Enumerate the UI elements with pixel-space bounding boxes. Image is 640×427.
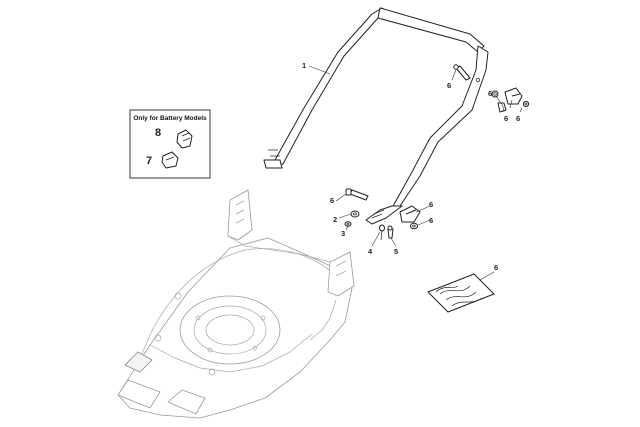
screw [387, 225, 394, 239]
callout-screw: 5 [394, 247, 398, 256]
knob-assembly-lower [399, 205, 421, 230]
callout-pin: 4 [368, 247, 373, 256]
pin [379, 224, 385, 241]
inset-title: Only for Battery Models [133, 115, 207, 122]
callout-knob-top-a: 6 [488, 89, 492, 98]
inset-callout-7: 7 [146, 155, 152, 167]
callout-numbers: 1 6 6 6 6 6 2 3 4 5 6 6 6 [302, 61, 520, 272]
callout-washer: 2 [333, 215, 337, 224]
washer [344, 210, 360, 227]
battery-cover [161, 151, 179, 169]
callout-clip: 6 [447, 81, 451, 90]
callout-bolt: 6 [330, 196, 334, 205]
callout-knob-top-b: 6 [504, 114, 508, 123]
callout-washer-small: 3 [341, 229, 345, 238]
mower-deck [117, 189, 355, 419]
cable-tie-pack [427, 273, 495, 313]
bolt [345, 188, 369, 201]
inset-callout-8: 8 [155, 127, 161, 139]
leader-lines [155, 65, 523, 281]
cable-clip [453, 64, 471, 81]
callout-knob-top-c: 6 [516, 114, 520, 123]
callout-cable-ties: 6 [494, 263, 498, 272]
callout-handle: 1 [302, 61, 306, 70]
battery-models-inset: Only for Battery Models 8 7 [129, 109, 211, 179]
handle-bar [263, 7, 489, 225]
callout-knob-lower-b: 6 [429, 216, 433, 225]
battery-clip [176, 129, 193, 149]
callout-knob-lower-a: 6 [429, 200, 433, 209]
knob-assembly-top [491, 87, 530, 113]
